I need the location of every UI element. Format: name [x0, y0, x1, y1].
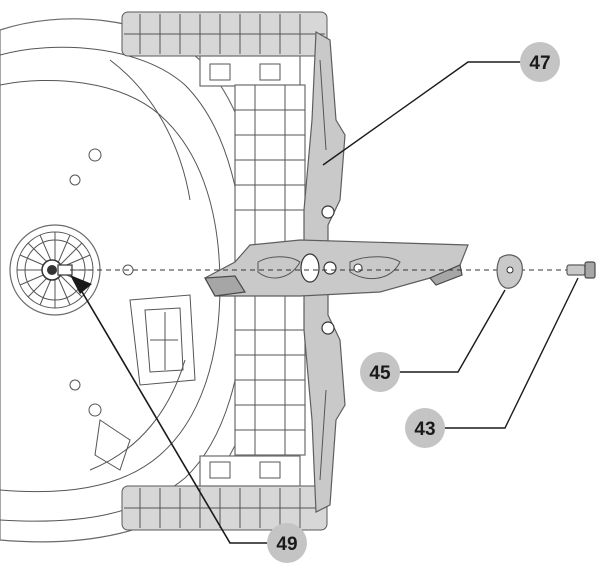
callout-43: 43 [405, 408, 445, 448]
callout-label-43: 43 [414, 419, 435, 440]
callout-45: 45 [360, 352, 400, 392]
top-wheel [121, 11, 328, 87]
bottom-wheel [121, 455, 328, 531]
blade-horizontal [204, 239, 469, 297]
arrowhead-icon [70, 275, 92, 294]
callout-49: 49 [267, 523, 307, 563]
bolt-43 [566, 261, 596, 279]
washer-45 [496, 254, 523, 289]
callout-47: 47 [520, 42, 560, 82]
motor-hub [9, 224, 101, 316]
callout-label-45: 45 [369, 363, 391, 384]
callout-label-47: 47 [529, 53, 550, 74]
leader-lines [70, 61, 579, 544]
callout-label-49: 49 [276, 534, 297, 555]
